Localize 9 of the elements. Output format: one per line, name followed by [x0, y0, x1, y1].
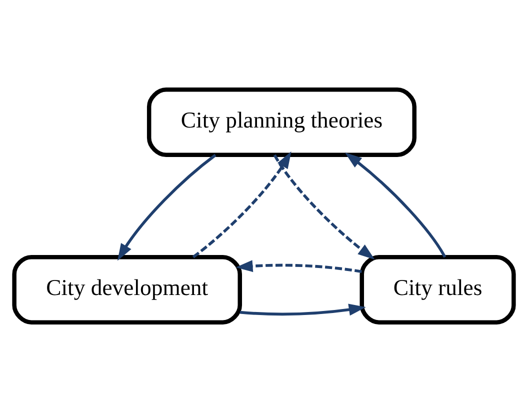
arrow [240, 304, 366, 316]
arrow [192, 151, 292, 258]
arrow [273, 154, 375, 260]
arrow [344, 152, 446, 258]
arrow [117, 154, 216, 261]
node-box: City rules [360, 254, 516, 324]
node-box: City development [12, 254, 242, 324]
arrow [236, 260, 362, 273]
node-box: City planning theories [146, 88, 416, 158]
